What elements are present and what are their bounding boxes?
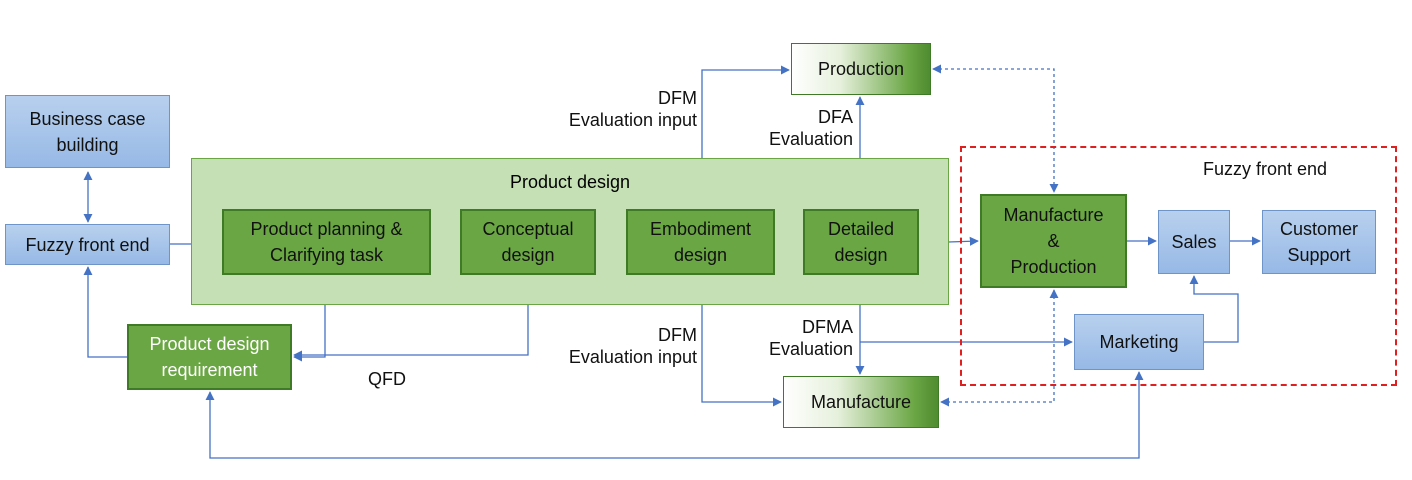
dfm-evaluation-input-top-label: DFM Evaluation input <box>569 87 697 131</box>
arrow-manufacture-mp-dashed <box>940 289 1059 407</box>
dfm-bottom-line-2: Evaluation input <box>568 347 697 367</box>
arrow-marketing-sales <box>1189 275 1239 343</box>
product-planning-node[interactable]: Product planning & Clarifying task <box>222 209 431 275</box>
dfa-line-1: DFA <box>817 107 853 127</box>
fuzzy-front-end-node[interactable]: Fuzzy front end <box>5 224 170 265</box>
product-planning-line-1: Product planning & <box>250 219 403 239</box>
fuzzy-front-end-region-label: Fuzzy front end <box>1203 159 1328 179</box>
conceptual-design-line-1: Conceptual <box>482 219 574 239</box>
arrow-embodiment-manufacture <box>697 274 782 407</box>
detailed-design-line-2: design <box>834 245 888 265</box>
dfm-top-line-1: DFM <box>658 88 697 108</box>
customer-support-node[interactable]: Customer Support <box>1262 210 1376 274</box>
arrow-requirement-fuzzy <box>83 266 127 358</box>
product-design-requirement-line-1: Product design <box>149 334 270 354</box>
product-planning-line-2: Clarifying task <box>269 245 384 265</box>
manufacture-production-line-3: Production <box>1010 257 1097 277</box>
business-case-line-2: building <box>56 134 119 155</box>
fuzzy-front-end-label: Fuzzy front end <box>25 234 150 255</box>
manufacture-production-line-1: Manufacture <box>1003 205 1104 225</box>
product-design-title: Product design <box>509 172 631 192</box>
product-design-requirement-line-2: requirement <box>161 360 258 380</box>
business-case-building-node[interactable]: Business case building <box>5 95 170 168</box>
conceptual-design-node[interactable]: Conceptual design <box>460 209 596 275</box>
manufacture-production-node[interactable]: Manufacture & Production <box>980 194 1127 288</box>
manufacture-label: Manufacture <box>810 392 912 412</box>
dfm-bottom-line-1: DFM <box>658 325 697 345</box>
dfa-line-2: Evaluation <box>768 129 853 149</box>
manufacture-node[interactable]: Manufacture <box>783 376 939 428</box>
dfma-line-2: Evaluation <box>768 339 853 359</box>
dfma-line-1: DFMA <box>802 317 853 337</box>
embodiment-design-line-1: Embodiment <box>649 219 752 239</box>
product-design-requirement-node[interactable]: Product design requirement <box>127 324 292 390</box>
embodiment-design-line-2: design <box>673 245 728 265</box>
production-label: Production <box>817 59 905 79</box>
detailed-design-node[interactable]: Detailed design <box>803 209 919 275</box>
dfa-evaluation-label: DFA Evaluation <box>769 106 853 150</box>
qfd-label: QFD <box>368 369 406 389</box>
fuzzy-front-end-region <box>960 146 1397 386</box>
embodiment-design-node[interactable]: Embodiment design <box>626 209 775 275</box>
sales-node[interactable]: Sales <box>1158 210 1230 274</box>
sales-label: Sales <box>1171 232 1217 252</box>
detailed-design-line-1: Detailed <box>827 219 895 239</box>
dfma-evaluation-label: DFMA Evaluation <box>769 316 853 360</box>
conceptual-design-line-2: design <box>501 245 555 265</box>
marketing-node[interactable]: Marketing <box>1074 314 1204 370</box>
dfm-top-line-2: Evaluation input <box>568 110 697 130</box>
business-case-line-1: Business case <box>29 108 146 129</box>
manufacture-production-line-2: & <box>1047 231 1060 251</box>
dfm-evaluation-input-bottom-label: DFM Evaluation input <box>569 324 697 368</box>
customer-support-line-2: Support <box>1287 245 1351 265</box>
production-node[interactable]: Production <box>791 43 931 95</box>
customer-support-line-1: Customer <box>1279 219 1359 239</box>
arrow-production-mp-dashed <box>932 64 1059 193</box>
marketing-label: Marketing <box>1099 332 1179 352</box>
arrow-marketing-requirement <box>205 371 1144 459</box>
